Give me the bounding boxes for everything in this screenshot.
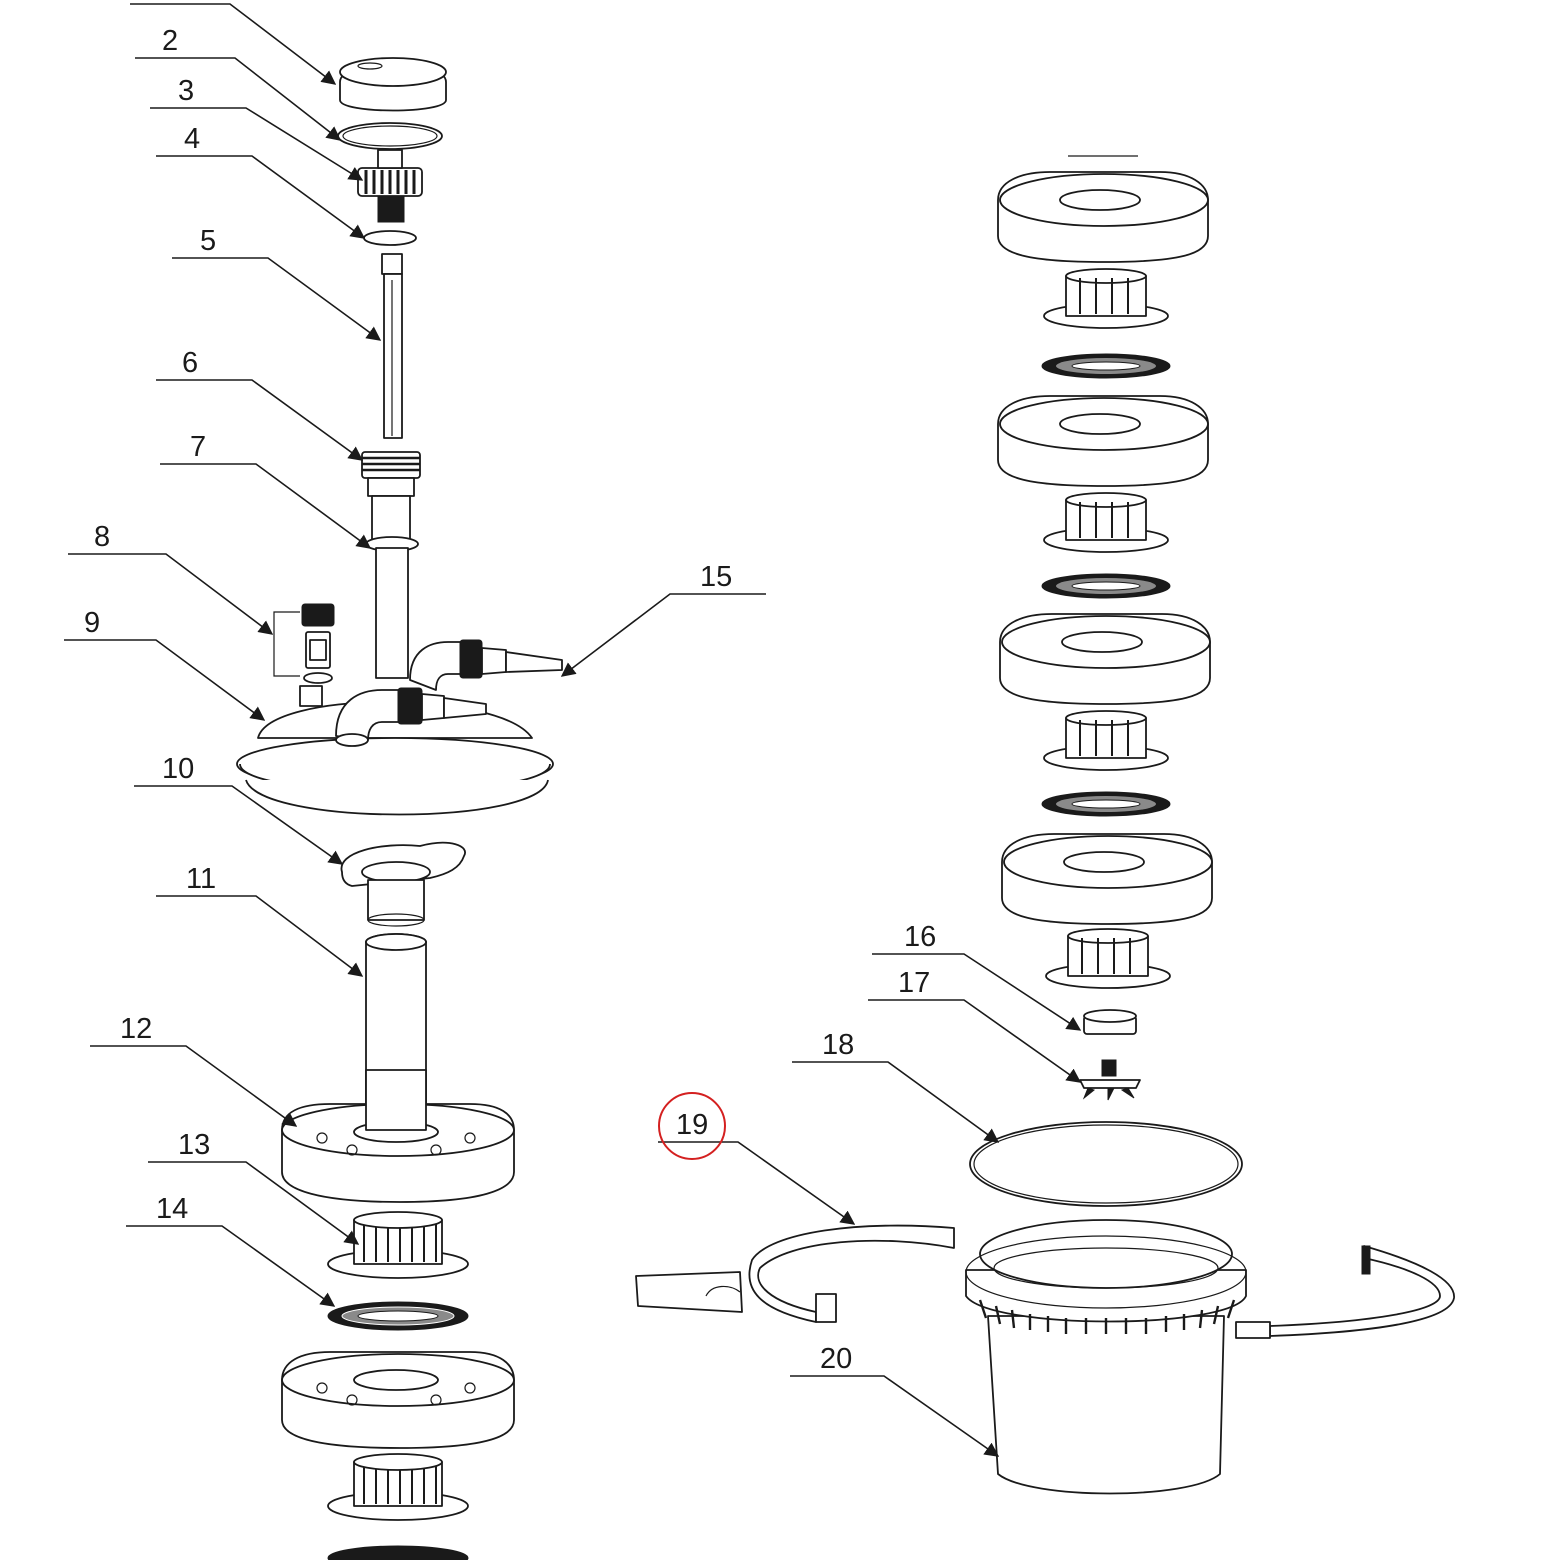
part-mesh-ring-lower [327, 1545, 469, 1560]
stack-foam-3 [999, 613, 1211, 705]
callout-16: 16 [904, 921, 936, 953]
highlight-circle [658, 1092, 726, 1160]
filter-stack [969, 155, 1243, 1207]
stack-carrier-4 [1045, 928, 1171, 989]
leader-1 [130, 3, 337, 85]
callout-8: 8 [94, 521, 110, 553]
stack-carrier-3 [1043, 710, 1169, 771]
stack-ring-2 [1041, 573, 1171, 599]
callout-17: 17 [898, 967, 930, 999]
part-mesh-ring-14 [327, 1301, 469, 1331]
part-cap [339, 57, 447, 112]
part-gasket-plate [340, 841, 466, 927]
stack-foam-1 [997, 171, 1209, 263]
part-foam-block-lower [281, 1351, 515, 1449]
callout-3: 3 [178, 75, 194, 107]
part-foam-block-12 [281, 1069, 515, 1203]
callout-2: 2 [162, 25, 178, 57]
stack-carrier-2 [1043, 492, 1169, 553]
stack-ring-1 [1041, 353, 1171, 379]
stack-foam-2 [997, 395, 1209, 487]
part-washer-pipe [365, 536, 419, 679]
part-bio-carrier-13 [327, 1211, 469, 1279]
callout-20: 20 [820, 1343, 852, 1375]
callout-5: 5 [200, 225, 216, 257]
part-o-ring-2 [337, 122, 443, 150]
part-lid [236, 639, 563, 816]
callout-19: 19 [676, 1109, 708, 1141]
part-bucket [965, 1219, 1247, 1495]
callout-14: 14 [156, 1193, 188, 1225]
stack-ring-3 [1041, 791, 1171, 817]
part-threaded-sleeve [361, 451, 421, 545]
callout-11: 11 [186, 863, 216, 895]
part-shaft [381, 253, 403, 439]
leader-lines [64, 57, 1082, 1457]
part-valve-group [273, 603, 335, 684]
callout-7: 7 [190, 431, 206, 463]
part-clamp-band [635, 1224, 1455, 1339]
part-o-ring-4 [363, 230, 417, 246]
part-impeller [1079, 1059, 1141, 1101]
callout-18: 18 [822, 1029, 854, 1061]
callout-9: 9 [84, 607, 100, 639]
part-gear-nut [357, 149, 423, 223]
callout-4: 4 [184, 123, 200, 155]
part-small-nut [1083, 1009, 1137, 1035]
callout-10: 10 [162, 753, 194, 785]
callout-labels: 2 3 4 5 6 7 8 9 10 11 12 13 14 15 16 17 … [84, 25, 936, 1375]
callout-15: 15 [700, 561, 732, 593]
part-large-o-ring [969, 1121, 1243, 1207]
stack-carrier-1 [1043, 268, 1169, 329]
callout-12: 12 [120, 1013, 152, 1045]
callout-6: 6 [182, 347, 198, 379]
callout-13: 13 [178, 1129, 210, 1161]
part-bio-carrier-lower [327, 1453, 469, 1521]
stack-foam-4 [1001, 833, 1213, 925]
